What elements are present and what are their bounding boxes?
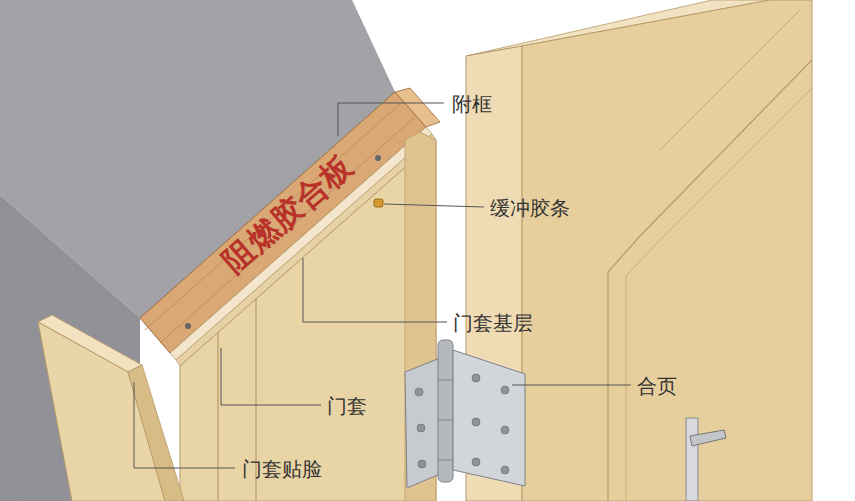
- screw: [375, 155, 381, 161]
- door-handle-plate: [686, 418, 698, 501]
- leader-line: [512, 385, 631, 386]
- casing-trim-side: [128, 365, 184, 501]
- casing-trim-label: 门套贴脸: [242, 457, 322, 481]
- screw: [185, 323, 191, 329]
- hinge-leaf: [405, 358, 440, 488]
- leader-line: [384, 204, 484, 207]
- door-panel-line: [626, 88, 812, 501]
- door-panel-line: [608, 60, 812, 501]
- casing-label: 门套: [327, 394, 367, 418]
- leader-lines: [134, 103, 631, 468]
- buffer-strip: [374, 199, 383, 207]
- leader-line: [303, 258, 447, 322]
- plywood-top: [395, 88, 440, 127]
- door-panel-line: [660, 10, 800, 150]
- buffer-strip-label: 缓冲胶条: [490, 196, 570, 220]
- hinge-label: 合页: [637, 374, 677, 398]
- hinge-knuckle: [438, 420, 453, 421]
- door-face: [522, 0, 812, 501]
- hinge-barrel: [438, 340, 453, 482]
- hinge-leaf: [453, 350, 525, 486]
- door-handle: [690, 430, 726, 446]
- leader-line: [338, 103, 444, 136]
- frame-label: 附框: [452, 92, 492, 116]
- leader-line: [134, 382, 235, 468]
- casing-base-label: 门套基层: [453, 311, 533, 335]
- casing-groove: [217, 333, 218, 501]
- door-casing: [180, 140, 436, 501]
- hinge-knuckle: [438, 460, 453, 461]
- hinge-screws: [415, 374, 509, 474]
- hinge-knuckle: [438, 380, 453, 381]
- leader-line: [221, 348, 321, 405]
